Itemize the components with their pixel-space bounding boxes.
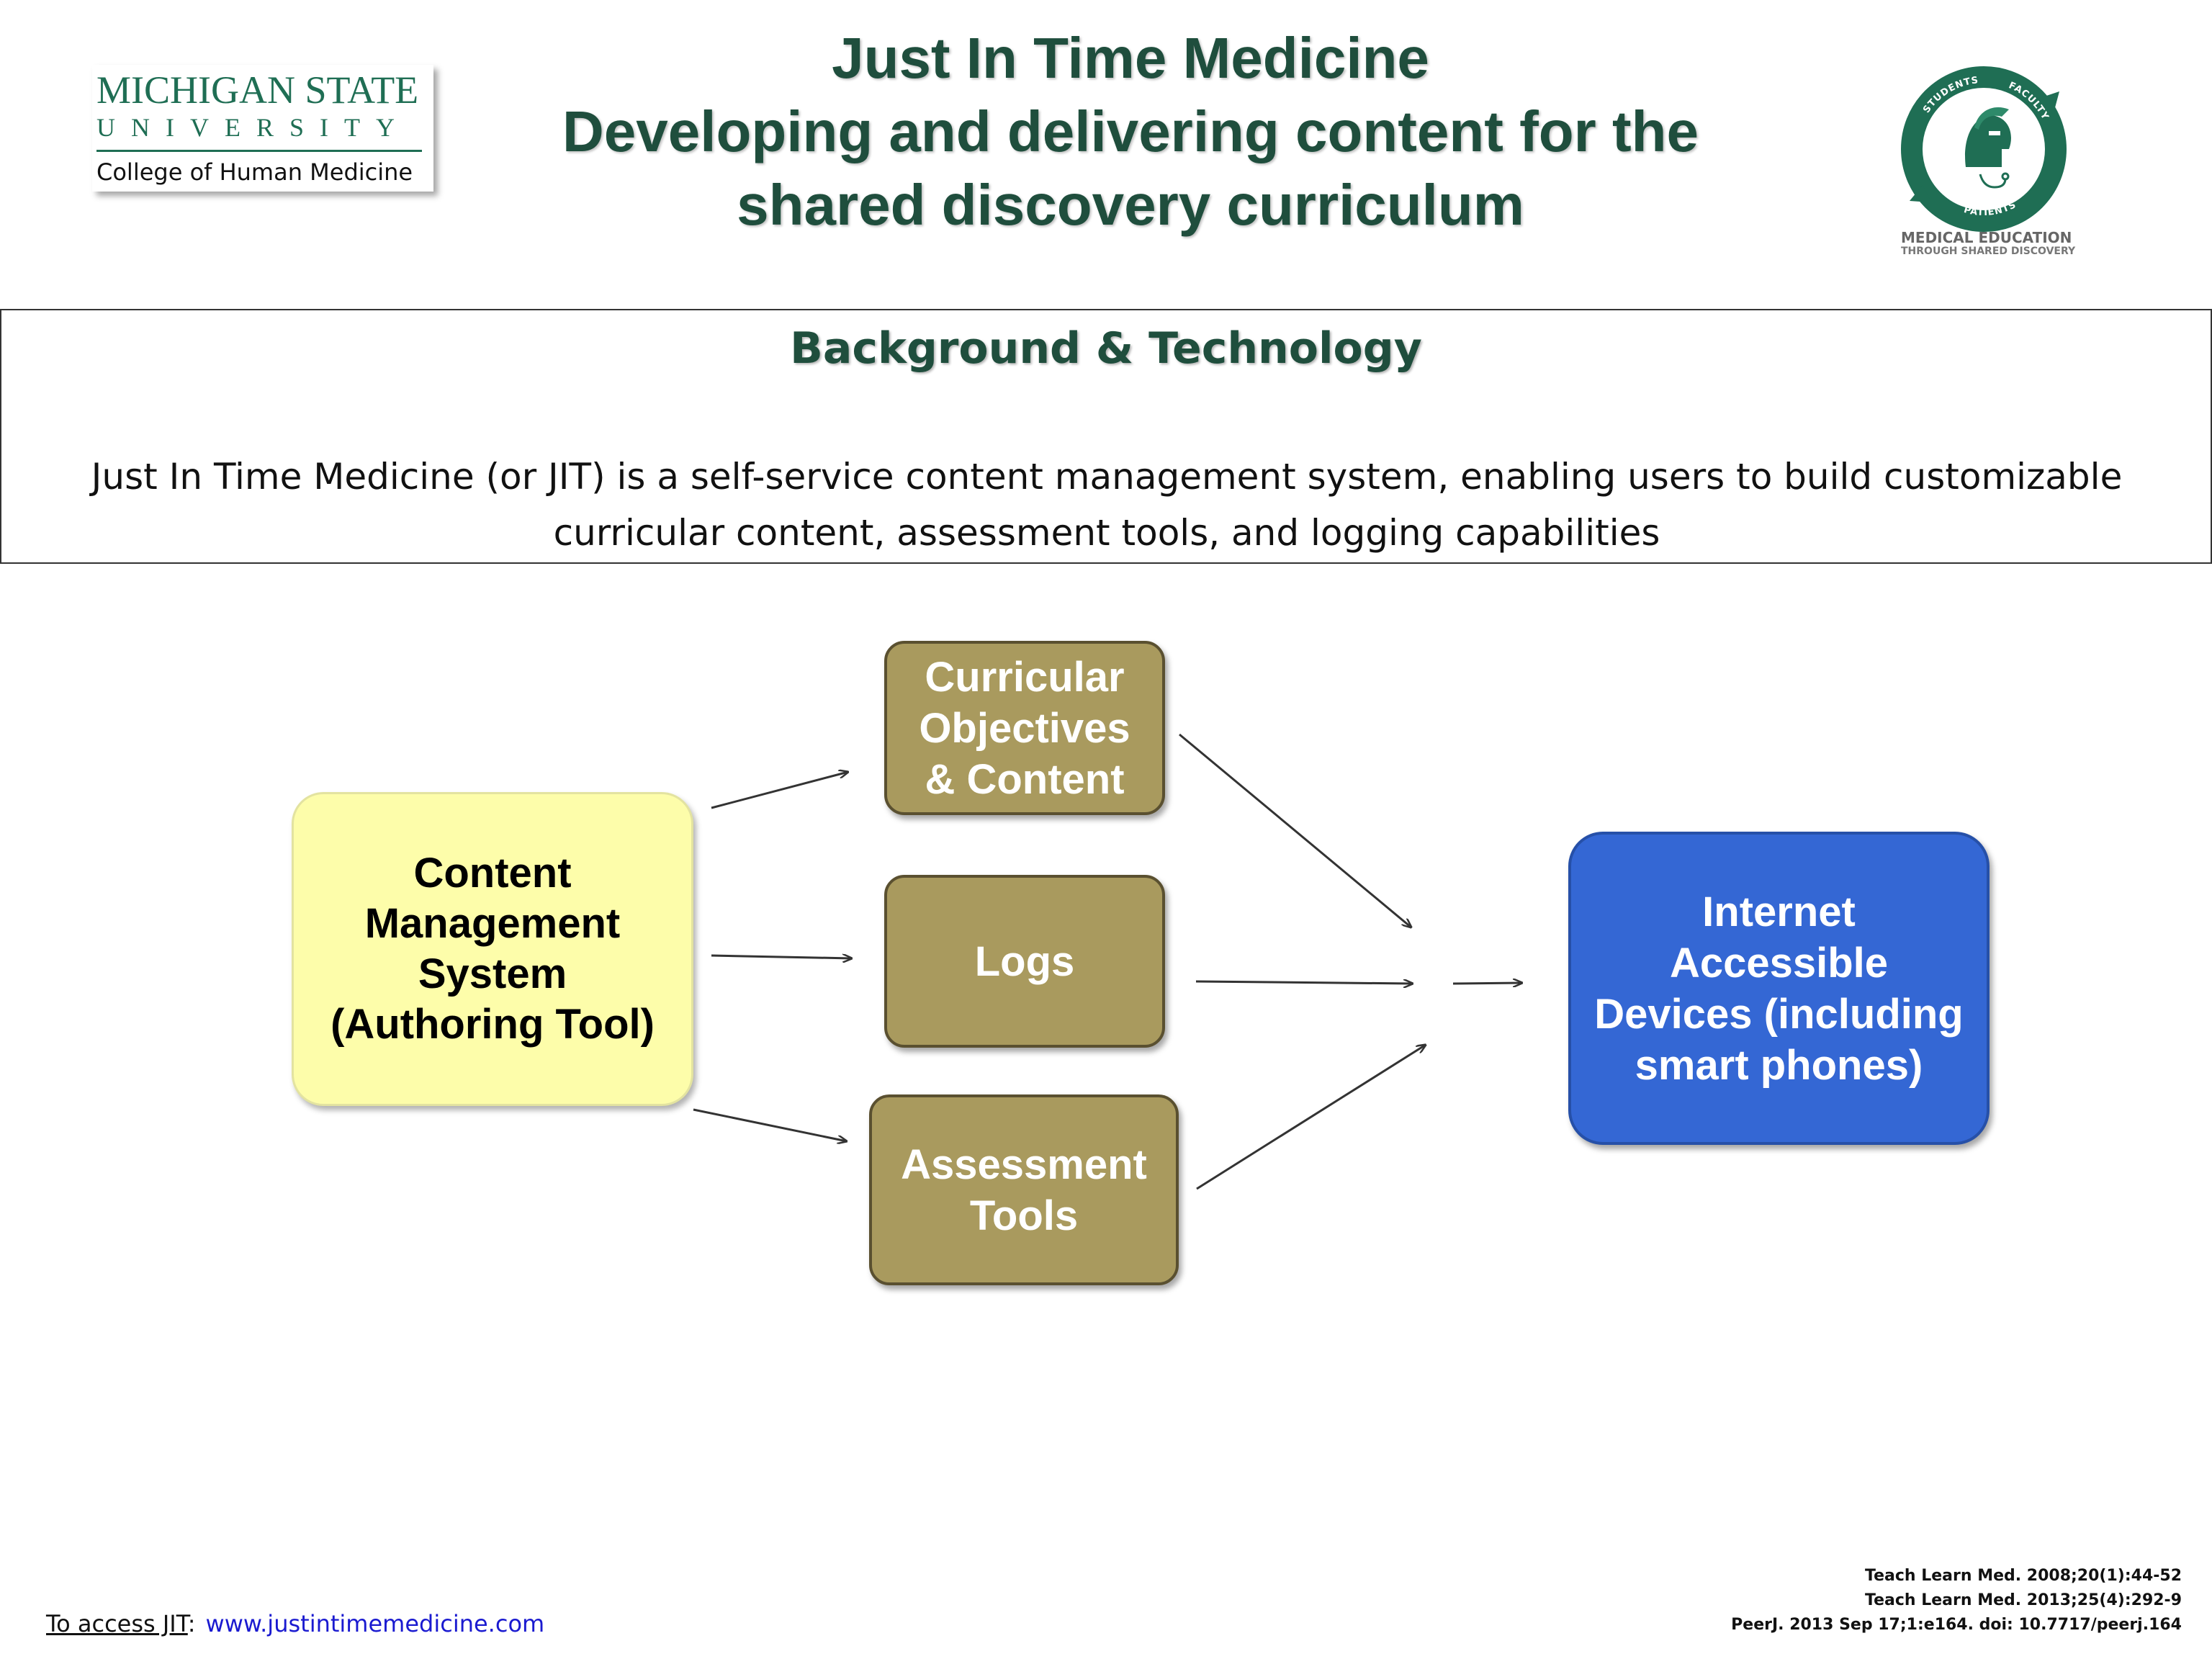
arrow-cms-to-assessment: [693, 1108, 847, 1141]
logo-arrow-icon-2: [1910, 185, 1931, 202]
spartan-helmet-icon: [1965, 107, 2011, 167]
title-line-3: shared discovery curriculum: [737, 173, 1524, 237]
arrow-cms-to-curricular: [711, 772, 848, 809]
msu-name: MICHIGAN STATE: [96, 68, 419, 112]
assessment-line-2: Tools: [969, 1192, 1079, 1239]
logo-caption-line-2: THROUGH SHARED DISCOVERY: [1901, 246, 2076, 257]
access-separator: :: [187, 1610, 196, 1637]
logs-node: Logs: [884, 875, 1165, 1048]
logo-caption-line-1: MEDICAL EDUCATION: [1901, 229, 2072, 246]
curricular-line-2: Objectives: [919, 704, 1130, 752]
medical-education-logo: STUDENTS FACULTY PATIENTS: [1901, 66, 2067, 232]
stethoscope-icon: [1979, 172, 2010, 189]
cms-line-4: (Authoring Tool): [331, 1001, 655, 1048]
title-line-1: Just In Time Medicine: [832, 26, 1429, 90]
title-line-2: Developing and delivering content for th…: [562, 99, 1699, 163]
logs-line-1: Logs: [974, 938, 1075, 985]
reference-2: Teach Learn Med. 2013;25(4):292-9: [1865, 1591, 2182, 1609]
cms-line-2: Management: [364, 900, 621, 947]
access-label: To access JIT: [46, 1610, 188, 1637]
internet-devices-node: Internet Accessible Devices (including s…: [1568, 832, 1990, 1145]
background-heading: Background & Technology: [790, 323, 1422, 374]
curricular-line-1: Curricular: [925, 653, 1125, 701]
arrow-logs-to-devices: [1195, 981, 1413, 984]
devices-line-3: Devices (including: [1594, 990, 1964, 1038]
msu-divider: [96, 150, 422, 152]
cms-line-1: Content: [413, 850, 572, 896]
assessment-line-1: Assessment: [901, 1141, 1147, 1188]
assessment-tools-node: Assessment Tools: [869, 1094, 1179, 1285]
logo-arrow-icon: [2038, 91, 2059, 113]
arrow-curricular-to-devices: [1179, 733, 1411, 927]
arrow-cms-to-logs: [711, 956, 852, 958]
devices-line-1: Internet: [1702, 888, 1856, 935]
cms-line-3: System: [418, 950, 567, 997]
arrow-merge-to-devices: [1452, 983, 1522, 984]
jit-website-link[interactable]: www.justintimemedicine.com: [205, 1610, 545, 1637]
devices-line-4: smart phones): [1635, 1041, 1923, 1089]
msu-logo: MICHIGAN STATE UNIVERSITY College of Hum…: [92, 65, 433, 192]
access-info: To access JIT: www.justintimemedicine.com: [46, 1610, 544, 1637]
logo-ring: [1901, 66, 2067, 232]
background-text: Just In Time Medicine (or JIT) is a self…: [91, 456, 2123, 554]
msu-university: UNIVERSITY: [96, 113, 410, 142]
arrow-assessment-to-devices: [1196, 1045, 1426, 1190]
content-management-system-node: Content Management System (Authoring Too…: [292, 792, 693, 1106]
reference-3: PeerJ. 2013 Sep 17;1:e164. doi: 10.7717/…: [1731, 1616, 2182, 1634]
curricular-line-3: & Content: [925, 755, 1125, 803]
curricular-objectives-node: Curricular Objectives & Content: [884, 641, 1165, 815]
references: Teach Learn Med. 2008;20(1):44-52 Teach …: [1731, 1564, 2182, 1637]
background-section: Background & Technology Just In Time Med…: [0, 309, 2212, 564]
page-title: Just In Time Medicine Developing and del…: [432, 22, 1829, 242]
msu-college: College of Human Medicine: [96, 158, 413, 186]
reference-1: Teach Learn Med. 2008;20(1):44-52: [1865, 1567, 2182, 1585]
devices-line-2: Accessible: [1669, 939, 1889, 986]
